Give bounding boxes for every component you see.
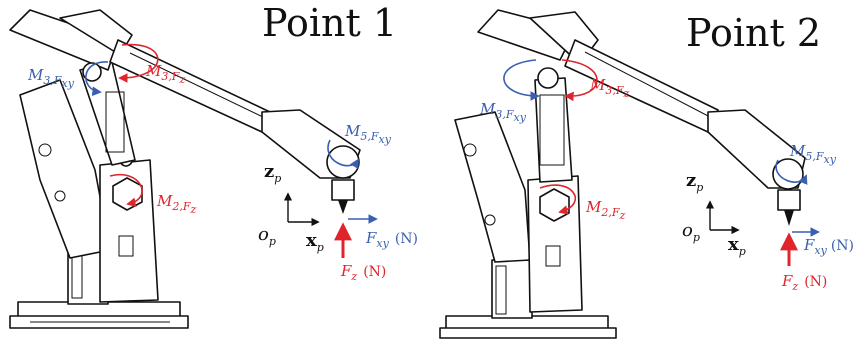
m3-fz-arrow bbox=[561, 59, 598, 102]
m3-fz-label: M3,Fz bbox=[589, 76, 630, 100]
m2-fz-arrow bbox=[539, 184, 576, 215]
panel-point-2: Point 2 M3,Fz bbox=[439, 9, 854, 339]
fxy-label: Fxy(N) bbox=[803, 236, 854, 257]
joint-2-hex bbox=[539, 188, 570, 222]
frame-origin-label: op bbox=[682, 220, 700, 244]
m5-fxy-label: M5,Fxy bbox=[344, 122, 392, 146]
m5-fxy-label: M5,Fxy bbox=[789, 142, 837, 166]
m3-fxy-label: M3,Fxy bbox=[479, 100, 527, 124]
joint-3 bbox=[537, 67, 559, 89]
upper-arm-link bbox=[534, 77, 573, 183]
m3-fxy-label: M3,Fxy bbox=[27, 66, 75, 90]
tool-tip bbox=[784, 210, 794, 226]
m2-fz-arrow bbox=[109, 173, 143, 208]
m2-fz-label: M2,Fz bbox=[156, 192, 197, 216]
frame-z-label: zp bbox=[264, 161, 281, 185]
rear-link bbox=[454, 111, 531, 263]
forearm bbox=[109, 39, 271, 133]
frame-x-label: xp bbox=[306, 230, 324, 254]
joint-2-hex bbox=[112, 177, 143, 211]
panel-title: Point 1 bbox=[262, 1, 397, 45]
m5-fxy-arrow bbox=[327, 139, 359, 170]
m3-fxy-arrow bbox=[503, 59, 540, 101]
panel-point-1: Point 1 bbox=[9, 1, 418, 329]
robot-base bbox=[439, 259, 617, 339]
m5-fxy-arrow bbox=[775, 159, 808, 185]
fz-label: Fz(N) bbox=[781, 272, 827, 293]
joint-3 bbox=[82, 62, 102, 82]
tool-flange bbox=[331, 179, 355, 201]
tool-flange bbox=[777, 189, 801, 211]
panel-title: Point 2 bbox=[686, 11, 821, 55]
fxy-label: Fxy(N) bbox=[365, 229, 418, 250]
m3-fz-arrow bbox=[118, 43, 159, 83]
fz-label: Fz(N) bbox=[340, 262, 386, 283]
m3-fz-label: M3,Fz bbox=[145, 62, 186, 86]
joint-3-housing bbox=[59, 9, 133, 56]
frame-x-label: xp bbox=[728, 234, 746, 258]
joint-5 bbox=[326, 145, 360, 179]
frame-origin-label: op bbox=[258, 224, 276, 248]
m3-fxy-arrow bbox=[85, 61, 109, 96]
robot-base bbox=[9, 239, 189, 329]
frame-z-label: zp bbox=[686, 170, 703, 194]
m2-fz-label: M2,Fz bbox=[585, 198, 626, 222]
tool-tip bbox=[338, 200, 348, 214]
